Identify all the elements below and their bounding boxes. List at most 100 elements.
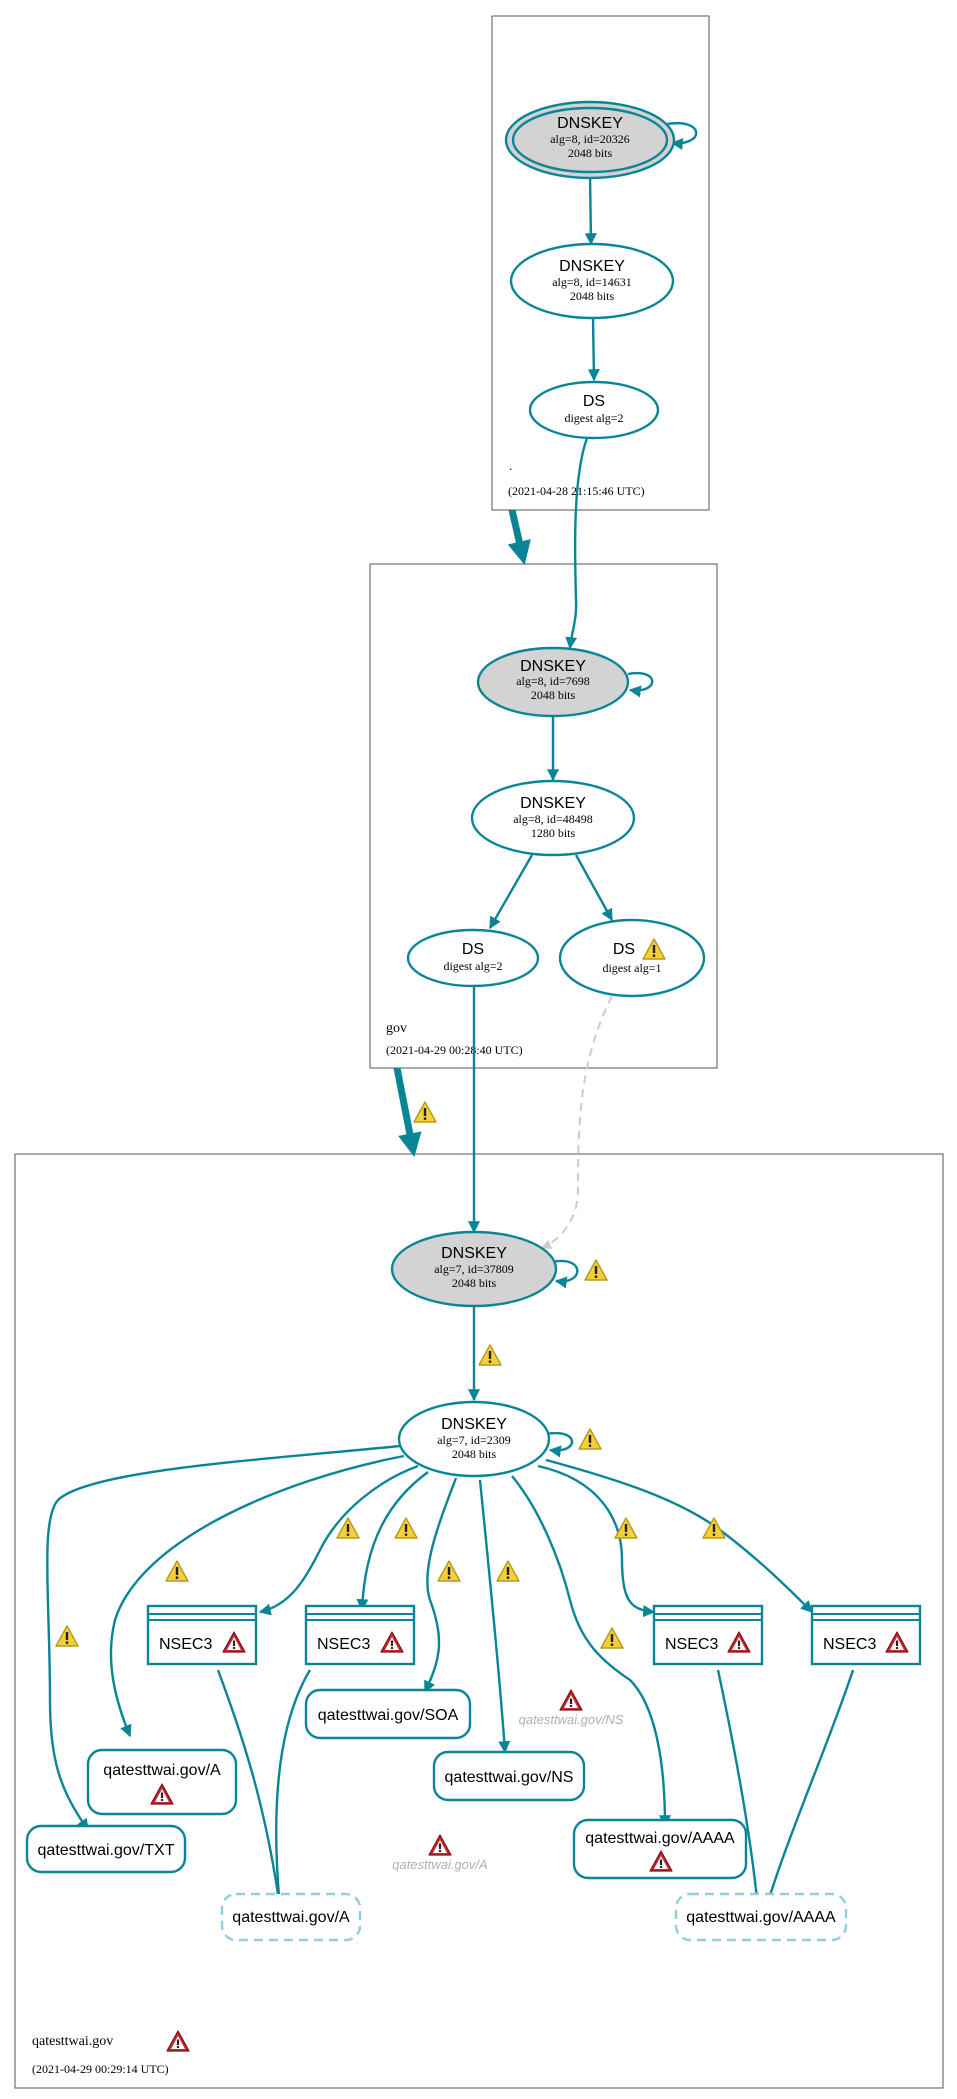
aaaa-warning-icon <box>600 1627 624 1649</box>
node-root-ds-title: DS <box>583 393 605 410</box>
node-qa-ksk-title: DNSKEY <box>441 1245 507 1262</box>
edge-nsec3-2-a-missing <box>273 1669 312 1910</box>
node-gov-ksk-title: DNSKEY <box>520 658 586 675</box>
node-root-ksk-line1: alg=8, id=20326 <box>550 132 630 146</box>
edge-root-ds-gov-ksk <box>565 437 589 650</box>
soa-warning-icon <box>437 1560 461 1582</box>
edge-gov-ds1-qa-ksk-dashed <box>541 995 613 1249</box>
node-qa-zsk-line2: 2048 bits <box>452 1447 497 1461</box>
node-root-zsk-line1: alg=8, id=14631 <box>552 275 632 289</box>
node-root-ds-line1: digest alg=2 <box>564 411 623 425</box>
edge-root-zsk-ds <box>587 317 600 382</box>
node-gov-ds2-line1: digest alg=2 <box>443 959 502 973</box>
rrset-aaaa-missing[interactable]: qatesttwai.gov/AAAA <box>674 1892 848 1942</box>
node-qa-ksk-line1: alg=7, id=37809 <box>434 1262 514 1276</box>
ghost-a-label: qatesttwai.gov/A <box>392 1857 487 1872</box>
qa-ksk-self-warning-icon <box>584 1259 608 1281</box>
edge-gov-ksk-self <box>627 671 654 698</box>
nsec3-box-1-label: NSEC3 <box>159 1636 212 1653</box>
rrset-a-missing-label: qatesttwai.gov/A <box>232 1909 350 1926</box>
edge-qa-zsk-nsec3-2 <box>356 1471 429 1612</box>
node-root-zsk-title: DNSKEY <box>559 258 625 275</box>
edge-qa-zsk-nsec3-1 <box>258 1464 419 1616</box>
edge-qa-zsk-nsec3-3 <box>537 1464 656 1618</box>
node-root-ds[interactable]: DS digest alg=2 <box>528 380 660 440</box>
node-root-ksk-line2: 2048 bits <box>568 146 613 160</box>
nsec3-box-3[interactable]: NSEC3 <box>652 1604 764 1666</box>
edge-qa-zsk-txt <box>46 1444 401 1831</box>
nsec3-3-warning-icon <box>614 1517 638 1539</box>
node-qa-ksk-line2: 2048 bits <box>452 1276 497 1290</box>
zone-qatesttwai-box <box>14 1153 944 2089</box>
node-gov-ds1[interactable]: DS digest alg=1 <box>558 918 706 998</box>
rrset-txt-label: qatesttwai.gov/TXT <box>38 1842 175 1859</box>
zone-qatesttwai-error-icon <box>166 2030 190 2052</box>
rrset-a-label: qatesttwai.gov/A <box>103 1762 221 1779</box>
edge-gov-zsk-ds2 <box>488 854 534 930</box>
ghost-a-error-icon <box>428 1834 452 1856</box>
node-qa-zsk-line1: alg=7, id=2309 <box>437 1433 511 1447</box>
delegation-warning-icon <box>413 1101 437 1123</box>
edge-qa-zsk-soa <box>423 1477 458 1694</box>
nsec3-box-4[interactable]: NSEC3 <box>810 1604 922 1666</box>
edge-qa-zsk-a <box>109 1454 405 1738</box>
nsec3-box-2[interactable]: NSEC3 <box>304 1604 416 1666</box>
node-gov-ksk[interactable]: DNSKEY alg=8, id=7698 2048 bits <box>476 646 630 718</box>
edge-nsec3-4-aaaa-missing <box>763 1669 855 1910</box>
zone-root-box <box>491 15 710 511</box>
rrset-ns[interactable]: qatesttwai.gov/NS <box>432 1750 586 1802</box>
node-root-ksk[interactable]: DNSKEY alg=8, id=20326 2048 bits <box>504 100 676 180</box>
zone-root-name: . <box>509 458 512 473</box>
ghost-a-error: qatesttwai.gov/A <box>392 1834 488 1872</box>
rrset-aaaa-label: qatesttwai.gov/AAAA <box>585 1830 735 1847</box>
zone-gov-box <box>369 563 718 1069</box>
delegation-gov-qatesttwai <box>393 1067 422 1158</box>
zone-gov-timestamp: (2021-04-29 00:28:40 UTC) <box>386 1043 523 1057</box>
node-gov-ksk-line1: alg=8, id=7698 <box>516 674 590 688</box>
node-gov-ksk-line2: 2048 bits <box>531 688 576 702</box>
node-gov-zsk[interactable]: DNSKEY alg=8, id=48498 1280 bits <box>470 779 636 857</box>
edge-nsec3-1-a-missing <box>216 1669 285 1910</box>
node-gov-ds1-title: DS <box>613 941 635 958</box>
nsec3-box-3-label: NSEC3 <box>665 1636 718 1653</box>
rrset-txt[interactable]: qatesttwai.gov/TXT <box>25 1824 187 1874</box>
node-qa-zsk[interactable]: DNSKEY alg=7, id=2309 2048 bits <box>397 1400 551 1478</box>
edge-root-ksk-self <box>666 121 698 150</box>
edge-gov-zsk-ds1 <box>574 854 614 922</box>
rrset-aaaa-missing-label: qatesttwai.gov/AAAA <box>686 1909 836 1926</box>
edge-qa-zsk-ns <box>478 1479 511 1754</box>
zone-qatesttwai-name: qatesttwai.gov <box>32 2034 113 2049</box>
node-qa-ksk[interactable]: DNSKEY alg=7, id=37809 2048 bits <box>390 1230 558 1308</box>
qa-ksk-zsk-warning-icon <box>478 1344 502 1366</box>
rrset-soa-label: qatesttwai.gov/SOA <box>318 1707 459 1724</box>
edge-root-ksk-zsk <box>584 173 597 246</box>
node-gov-ds1-line1: digest alg=1 <box>602 961 661 975</box>
rrset-a[interactable]: qatesttwai.gov/A <box>86 1748 238 1816</box>
zone-qatesttwai-timestamp: (2021-04-29 00:29:14 UTC) <box>32 2062 169 2076</box>
node-root-zsk-line2: 2048 bits <box>570 289 615 303</box>
node-root-ksk-title: DNSKEY <box>557 115 623 132</box>
rrset-soa[interactable]: qatesttwai.gov/SOA <box>304 1688 472 1740</box>
ns-warning-icon <box>496 1560 520 1582</box>
rrset-aaaa[interactable]: qatesttwai.gov/AAAA <box>572 1818 748 1880</box>
ghost-ns-error: qatesttwai.gov/NS <box>519 1689 624 1727</box>
node-gov-zsk-line2: 1280 bits <box>531 826 576 840</box>
node-root-zsk[interactable]: DNSKEY alg=8, id=14631 2048 bits <box>509 242 675 320</box>
ghost-ns-label: qatesttwai.gov/NS <box>519 1712 624 1727</box>
node-gov-zsk-line1: alg=8, id=48498 <box>513 812 593 826</box>
node-gov-zsk-title: DNSKEY <box>520 795 586 812</box>
nsec3-box-2-label: NSEC3 <box>317 1636 370 1653</box>
a-warning-icon <box>165 1560 189 1582</box>
node-gov-ds2[interactable]: DS digest alg=2 <box>406 928 540 988</box>
edge-qa-zsk-aaaa <box>511 1475 671 1828</box>
edge-qa-zsk-self <box>545 1431 574 1458</box>
node-qa-zsk-title: DNSKEY <box>441 1416 507 1433</box>
ghost-ns-error-icon <box>559 1689 583 1711</box>
edge-qa-ksk-self <box>551 1259 579 1289</box>
nsec3-box-4-label: NSEC3 <box>823 1636 876 1653</box>
nsec3-box-1[interactable]: NSEC3 <box>146 1604 258 1666</box>
zone-gov-name: gov <box>386 1021 407 1036</box>
rrset-a-missing[interactable]: qatesttwai.gov/A <box>220 1892 362 1942</box>
node-gov-ds2-title: DS <box>462 941 484 958</box>
